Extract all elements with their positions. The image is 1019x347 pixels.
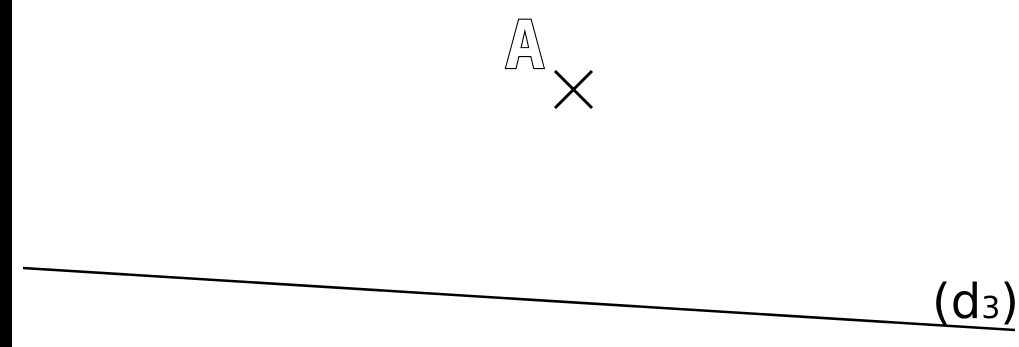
line-d3-label-subscript: 3 xyxy=(981,291,1000,326)
line-d3-label: (d3) xyxy=(932,274,1019,330)
point-a-label: A xyxy=(505,7,545,84)
line-d3-label-main: (d xyxy=(932,274,981,330)
left-border xyxy=(0,0,12,347)
cross-icon xyxy=(553,69,594,110)
line-d3 xyxy=(22,266,1016,332)
line-d3-label-close: ) xyxy=(1000,274,1019,330)
